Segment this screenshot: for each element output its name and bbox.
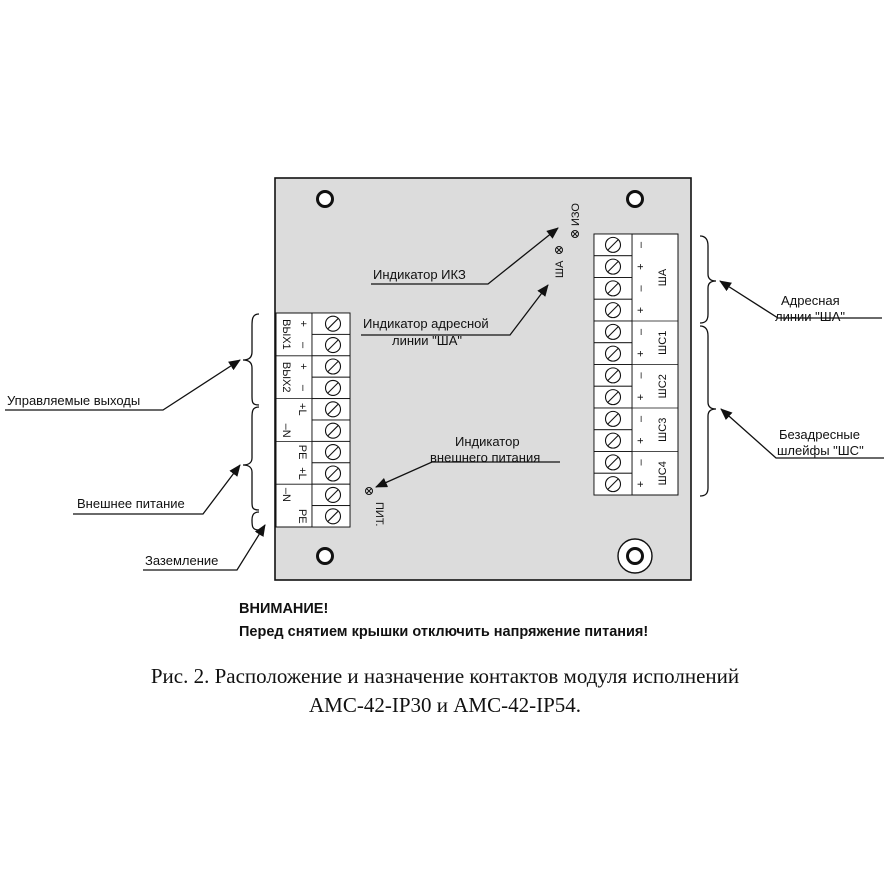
- right-pin-label: +: [635, 437, 647, 443]
- left-group-label: ВЫХ2: [280, 362, 292, 393]
- mounting-hole-icon: [316, 190, 334, 208]
- right-pin-label: +: [635, 263, 647, 269]
- left-power-label: –N: [280, 488, 292, 502]
- left-group-label: ВЫХ1: [280, 319, 292, 350]
- indicator-pit: ПИТ.: [365, 487, 385, 526]
- right-group-label: ША: [657, 268, 669, 286]
- left-pin-label: +: [297, 363, 309, 369]
- address-line-label-2: линии "ША": [775, 309, 845, 324]
- right-pin-label: –: [635, 371, 647, 378]
- left-power-label: +L: [296, 403, 308, 416]
- izo-label: ИЗО: [570, 203, 582, 226]
- mounting-holes: [316, 190, 653, 574]
- caption-line-1: Рис. 2. Расположение и назначение контак…: [151, 664, 739, 688]
- left-pin-label: +: [297, 320, 309, 326]
- right-pin-label: +: [635, 394, 647, 400]
- mounting-hole-icon: [316, 547, 334, 565]
- address-indicator-label-1: Индикатор адресной: [363, 316, 489, 331]
- left-power-label: –N: [280, 424, 292, 438]
- left-power-label: PE: [296, 509, 308, 524]
- mounting-hole-icon: [626, 190, 644, 208]
- right-pin-label: +: [635, 350, 647, 356]
- caption-line-2: АМС-42-IP30 и АМС-42-IP54.: [309, 693, 581, 717]
- left-power-label: PE: [296, 445, 308, 460]
- right-group-label: ШС2: [657, 374, 669, 398]
- ext-power-indicator-label-2: внешнего питания: [430, 450, 540, 465]
- right-pin-label: –: [635, 458, 647, 465]
- brace-loops: [699, 325, 717, 497]
- external-power-label: Внешнее питание: [77, 496, 185, 511]
- warning-title: ВНИМАНИЕ!: [239, 601, 328, 617]
- right-pin-label: –: [635, 284, 647, 291]
- tamper-switch-inner-icon: [626, 547, 644, 565]
- right-pin-label: –: [635, 328, 647, 335]
- brace-outputs: [242, 313, 260, 406]
- nonaddress-loops-label-1: Безадресные: [779, 427, 860, 442]
- led-icon: [365, 487, 373, 495]
- ikz-indicator-label: Индикатор ИКЗ: [373, 267, 466, 282]
- address-line-label-1: Адресная: [781, 293, 840, 308]
- right-pin-label: –: [635, 241, 647, 248]
- right-group-label: ШС3: [657, 418, 669, 442]
- right-group-label: ШС4: [657, 461, 669, 485]
- indicator-izo: ИЗО: [570, 203, 582, 238]
- sha-board-label: ША: [554, 260, 566, 278]
- brace-power: [242, 406, 260, 511]
- left-pin-label: –: [297, 342, 309, 349]
- left-pin-label: –: [297, 385, 309, 392]
- ext-power-indicator-label-1: Индикатор: [455, 434, 520, 449]
- right-group-label: ШС1: [657, 331, 669, 355]
- brace-ground: [251, 511, 260, 531]
- grounding-label: Заземление: [145, 553, 218, 568]
- controlled-outputs-label: Управляемые выходы: [7, 393, 140, 408]
- led-icon: [571, 230, 579, 238]
- right-pin-label: +: [635, 481, 647, 487]
- address-indicator-label-2: линии "ША": [392, 333, 462, 348]
- warning-text: Перед снятием крышки отключить напряжени…: [239, 624, 648, 640]
- led-icon: [555, 246, 563, 254]
- right-pin-label: +: [635, 307, 647, 313]
- left-power-label: +L: [296, 467, 308, 480]
- nonaddress-loops-label-2: шлейфы "ШС": [777, 443, 864, 458]
- indicator-sha: ША: [554, 246, 566, 278]
- right-pin-label: –: [635, 415, 647, 422]
- pit-label: ПИТ.: [373, 502, 385, 526]
- brace-address-line: [699, 235, 717, 324]
